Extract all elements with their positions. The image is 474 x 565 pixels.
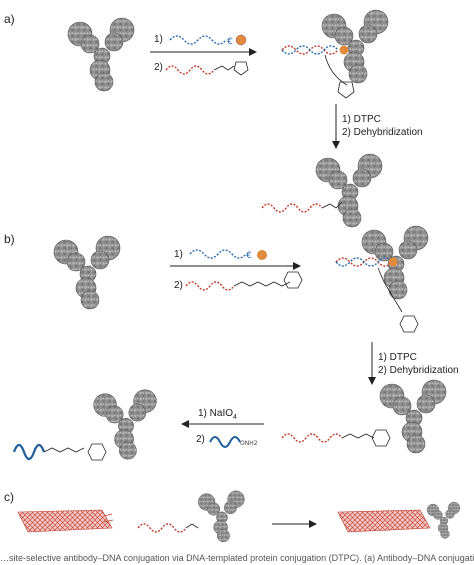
dna-a-product xyxy=(261,203,323,213)
naio4-text: 1) NaIO xyxy=(198,408,234,419)
dna-b-intermediate xyxy=(281,433,343,443)
step-a2-number: 2) xyxy=(154,62,163,73)
dna-c xyxy=(137,523,187,533)
step-b-dehybridization: 2) Dehybridization xyxy=(378,365,459,376)
amide-linker-a xyxy=(321,201,343,209)
linker-b-intermediate xyxy=(341,433,375,439)
antibody-b-start xyxy=(53,235,121,310)
naio4-subscript: 4 xyxy=(233,414,237,421)
antibody-a-start xyxy=(67,17,135,92)
panel-label-b: b) xyxy=(4,232,15,246)
figure-caption: …site-selective antibody–DNA conjugation… xyxy=(0,553,474,563)
metal-ion-icon xyxy=(235,34,247,46)
antibody-c xyxy=(197,490,245,543)
aminooxy-dna-icon xyxy=(209,436,241,448)
dna-origami-sheet-left xyxy=(17,509,113,533)
dsdna-blue-b xyxy=(335,257,393,267)
amide-linker-c xyxy=(185,523,199,529)
antibody-a-complex xyxy=(321,9,389,84)
antibody-b-intermediate xyxy=(379,379,447,454)
metal-ion-icon-b xyxy=(257,250,267,260)
oxime-linker xyxy=(43,447,85,453)
step-b-naio4: 1) NaIO4 xyxy=(198,408,237,424)
panel-b: € ONH2 xyxy=(12,225,447,461)
benzaldehyde-ring-bound xyxy=(399,315,419,333)
dna-template-b xyxy=(189,249,247,259)
benzaldehyde-ring xyxy=(283,271,303,289)
linker-b xyxy=(377,267,403,313)
ring-b-product xyxy=(87,443,107,461)
dna-b-product xyxy=(12,443,46,461)
step-b-aminooxy-number: 2) xyxy=(196,434,205,445)
metal-ion-bound xyxy=(339,45,349,55)
capture-strands-left xyxy=(103,513,114,523)
metal-ligand-icon-b: € xyxy=(246,251,252,261)
dsdna-blue xyxy=(281,45,339,55)
step-b1-number: 1) xyxy=(174,249,183,260)
nhs-ring xyxy=(233,61,249,76)
metal-ion-bound-b xyxy=(388,257,398,267)
linker-a xyxy=(324,54,348,86)
panel-label-c: c) xyxy=(4,490,14,504)
antibody-b-product xyxy=(93,389,157,460)
nhs-ring-bound xyxy=(337,81,355,99)
panel-label-a: a) xyxy=(4,12,15,26)
tartaric-linker-b xyxy=(233,281,291,287)
antibody-a-product xyxy=(315,153,383,228)
step-b2-number: 2) xyxy=(174,280,183,291)
step-b-dtpc: 1) DTPC xyxy=(378,352,417,363)
metal-ligand-icon: € xyxy=(227,37,233,47)
dna-origami-sheet-right xyxy=(337,509,431,533)
dna-template-strand xyxy=(169,35,227,45)
nhs-ester-linker xyxy=(213,65,235,71)
antibody-on-origami xyxy=(426,501,461,539)
step-a-dtpc: 1) DTPC xyxy=(342,114,381,125)
ring-b-intermediate xyxy=(371,429,391,447)
aminooxy-label: ONH2 xyxy=(240,440,258,447)
step-a-dehybridization: 2) Dehybridization xyxy=(342,127,423,138)
dna-strand-red xyxy=(165,65,215,75)
step-a1-number: 1) xyxy=(154,34,163,45)
panel-a: € xyxy=(67,9,389,228)
panel-c xyxy=(17,490,461,543)
dna-strand-b xyxy=(185,281,235,291)
